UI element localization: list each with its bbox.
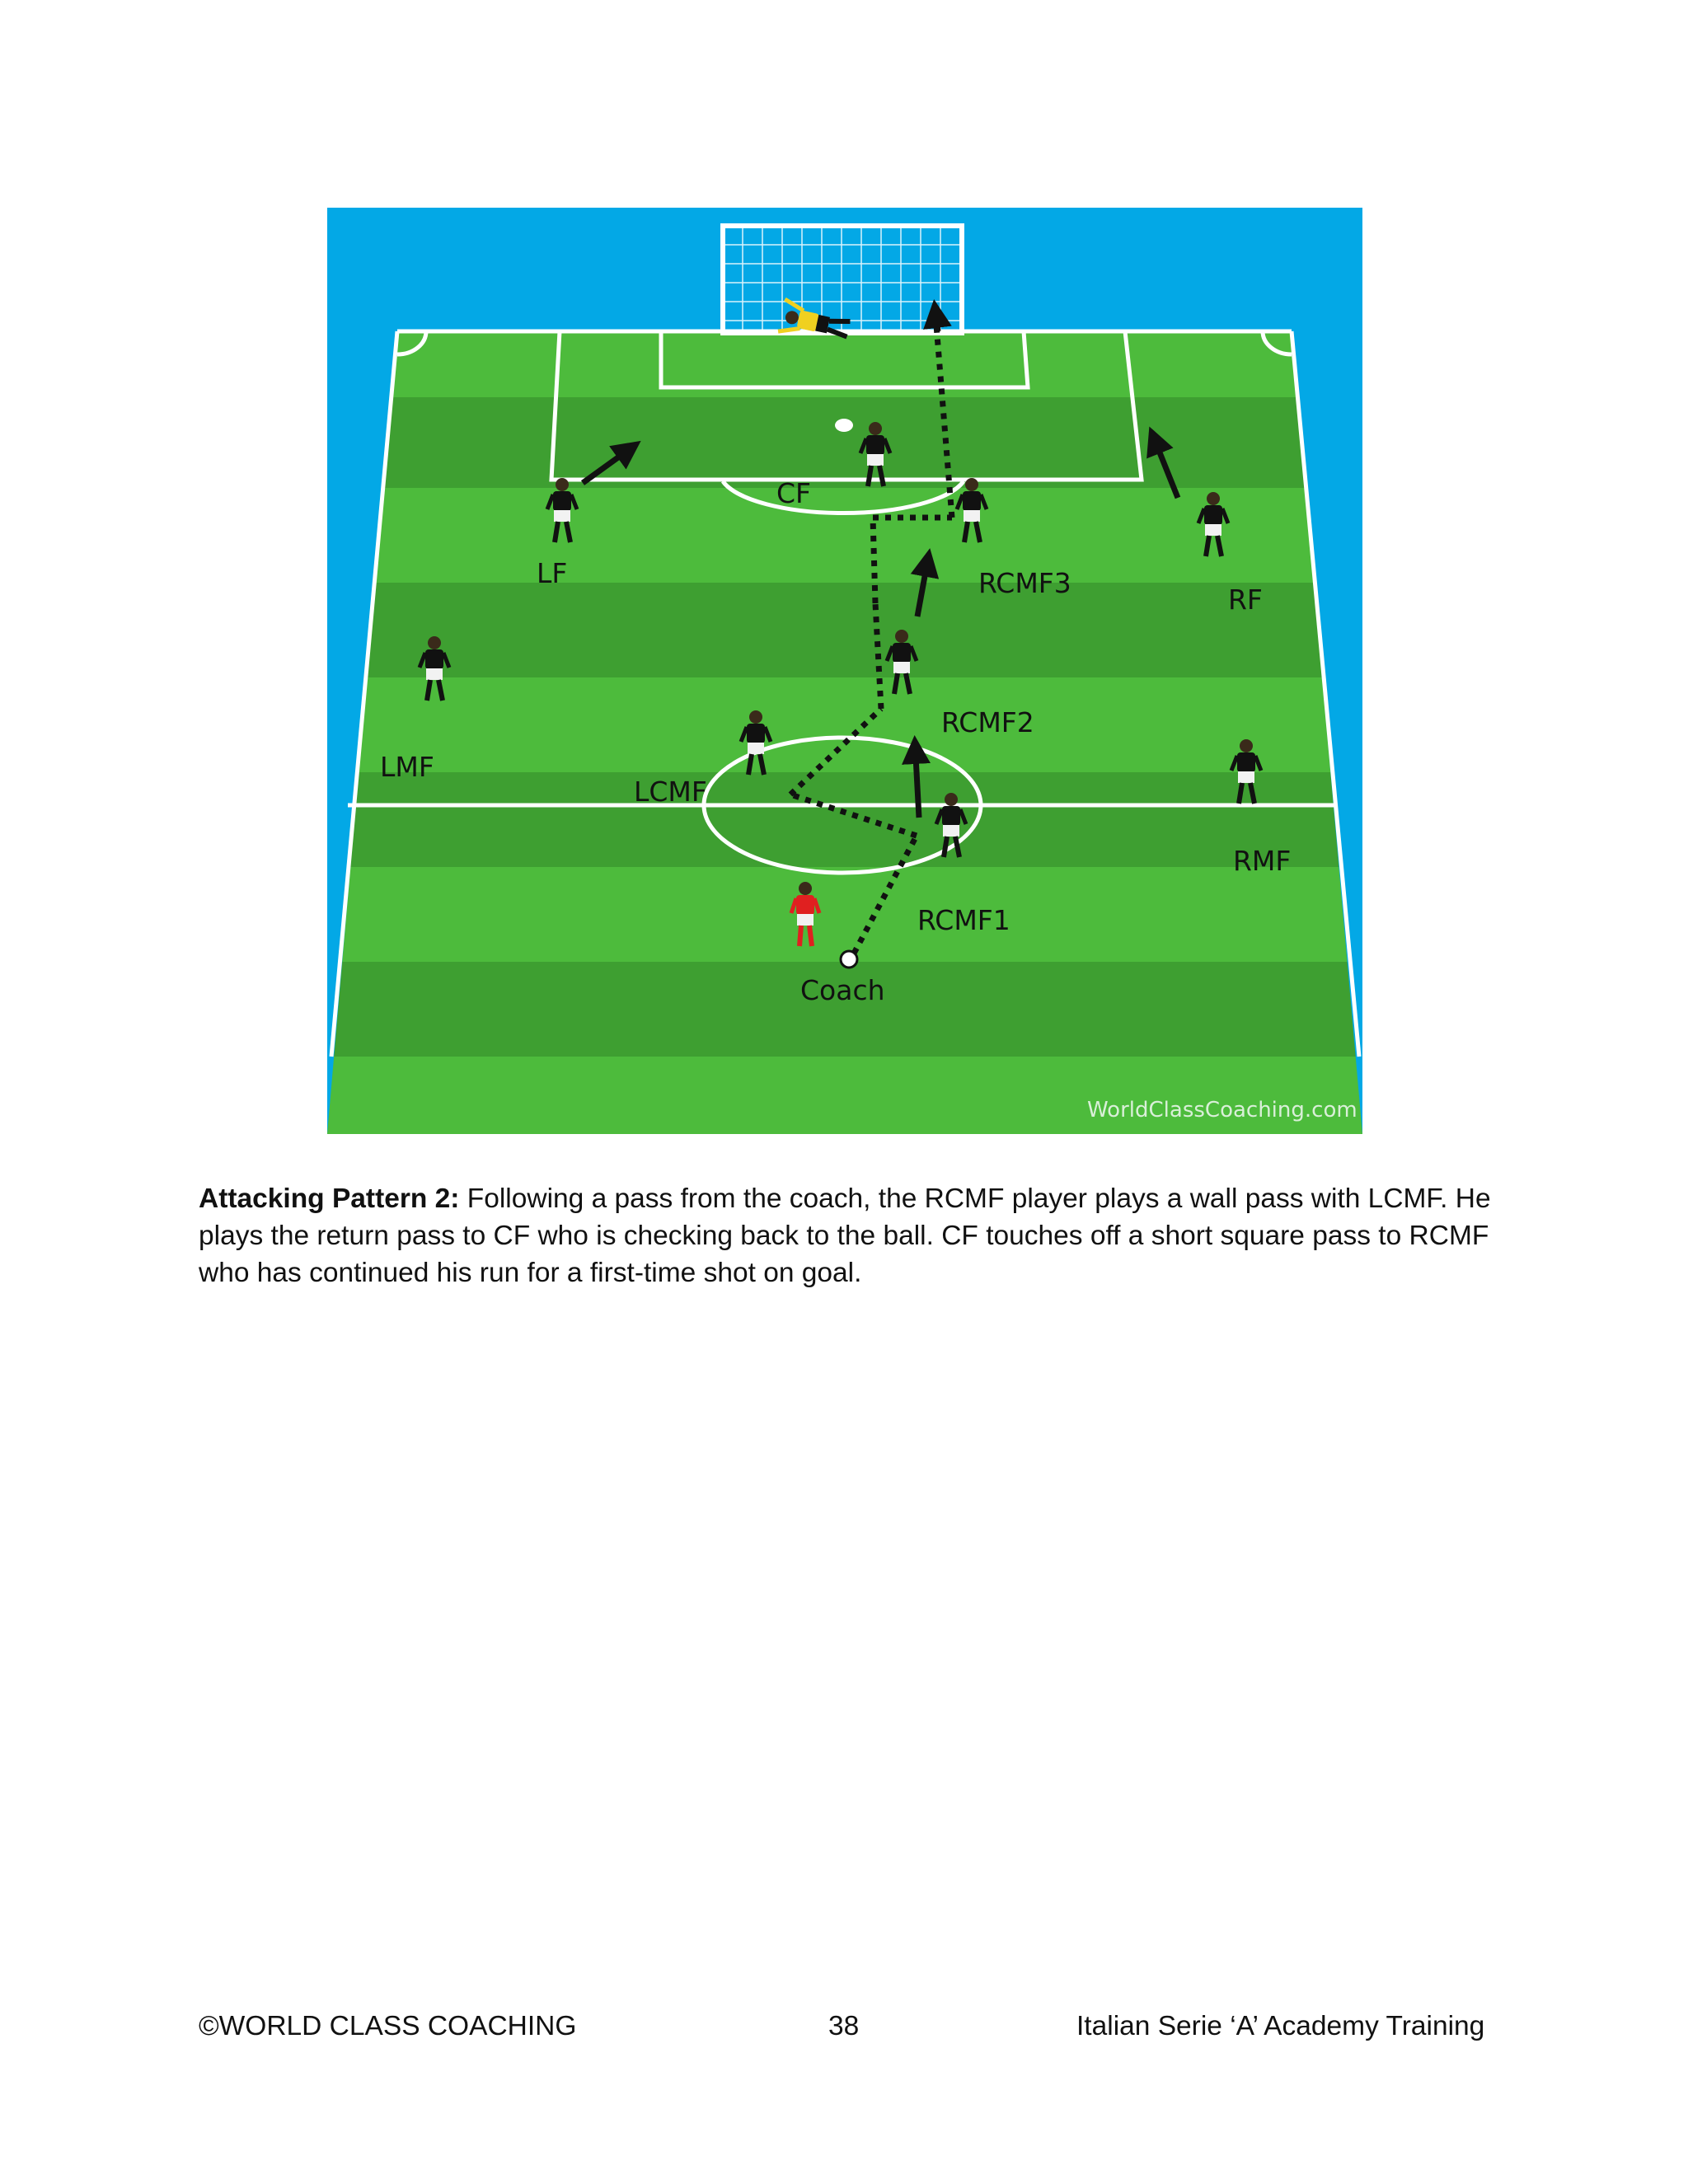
pitch-svg: CF LF RCMF3 RF LMF RCMF2 LCMF RMF RCMF1 … [327, 208, 1362, 1134]
shot-arrowhead [923, 299, 952, 332]
caption-lead: Attacking Pattern 2: [199, 1183, 460, 1214]
coach-ball [839, 949, 859, 969]
loose-ball [835, 419, 853, 432]
pitch-markings [329, 329, 1362, 1057]
tactics-diagram: CF LF RCMF3 RF LMF RCMF2 LCMF RMF RCMF1 … [327, 208, 1362, 1134]
label-rf: RF [1228, 583, 1263, 616]
coach-figure [789, 882, 822, 947]
caption-body: Following a pass from the coach, the RCM… [199, 1183, 1491, 1288]
run-arrows [580, 426, 1181, 818]
label-rcmf3: RCMF3 [978, 567, 1071, 599]
label-lcmf: LCMF [634, 776, 707, 808]
pass-lines [788, 314, 955, 966]
watermark: WorldClassCoaching.com [1087, 1098, 1357, 1122]
label-rmf: RMF [1233, 845, 1291, 877]
caption: Attacking Pattern 2: Following a pass fr… [199, 1180, 1493, 1291]
label-coach: Coach [800, 974, 885, 1006]
label-rcmf2: RCMF2 [941, 706, 1034, 738]
footer-book-title: Italian Serie ‘A’ Academy Training [1076, 2011, 1485, 2041]
label-rcmf1: RCMF1 [917, 904, 1010, 936]
goalkeeper [777, 297, 851, 340]
footer-copyright: ©WORLD CLASS COACHING [199, 2011, 577, 2041]
label-lmf: LMF [380, 751, 434, 783]
label-lf: LF [537, 557, 567, 589]
label-cf: CF [776, 477, 811, 509]
pitch [327, 331, 1362, 1134]
footer-page-number: 38 [828, 2011, 860, 2041]
